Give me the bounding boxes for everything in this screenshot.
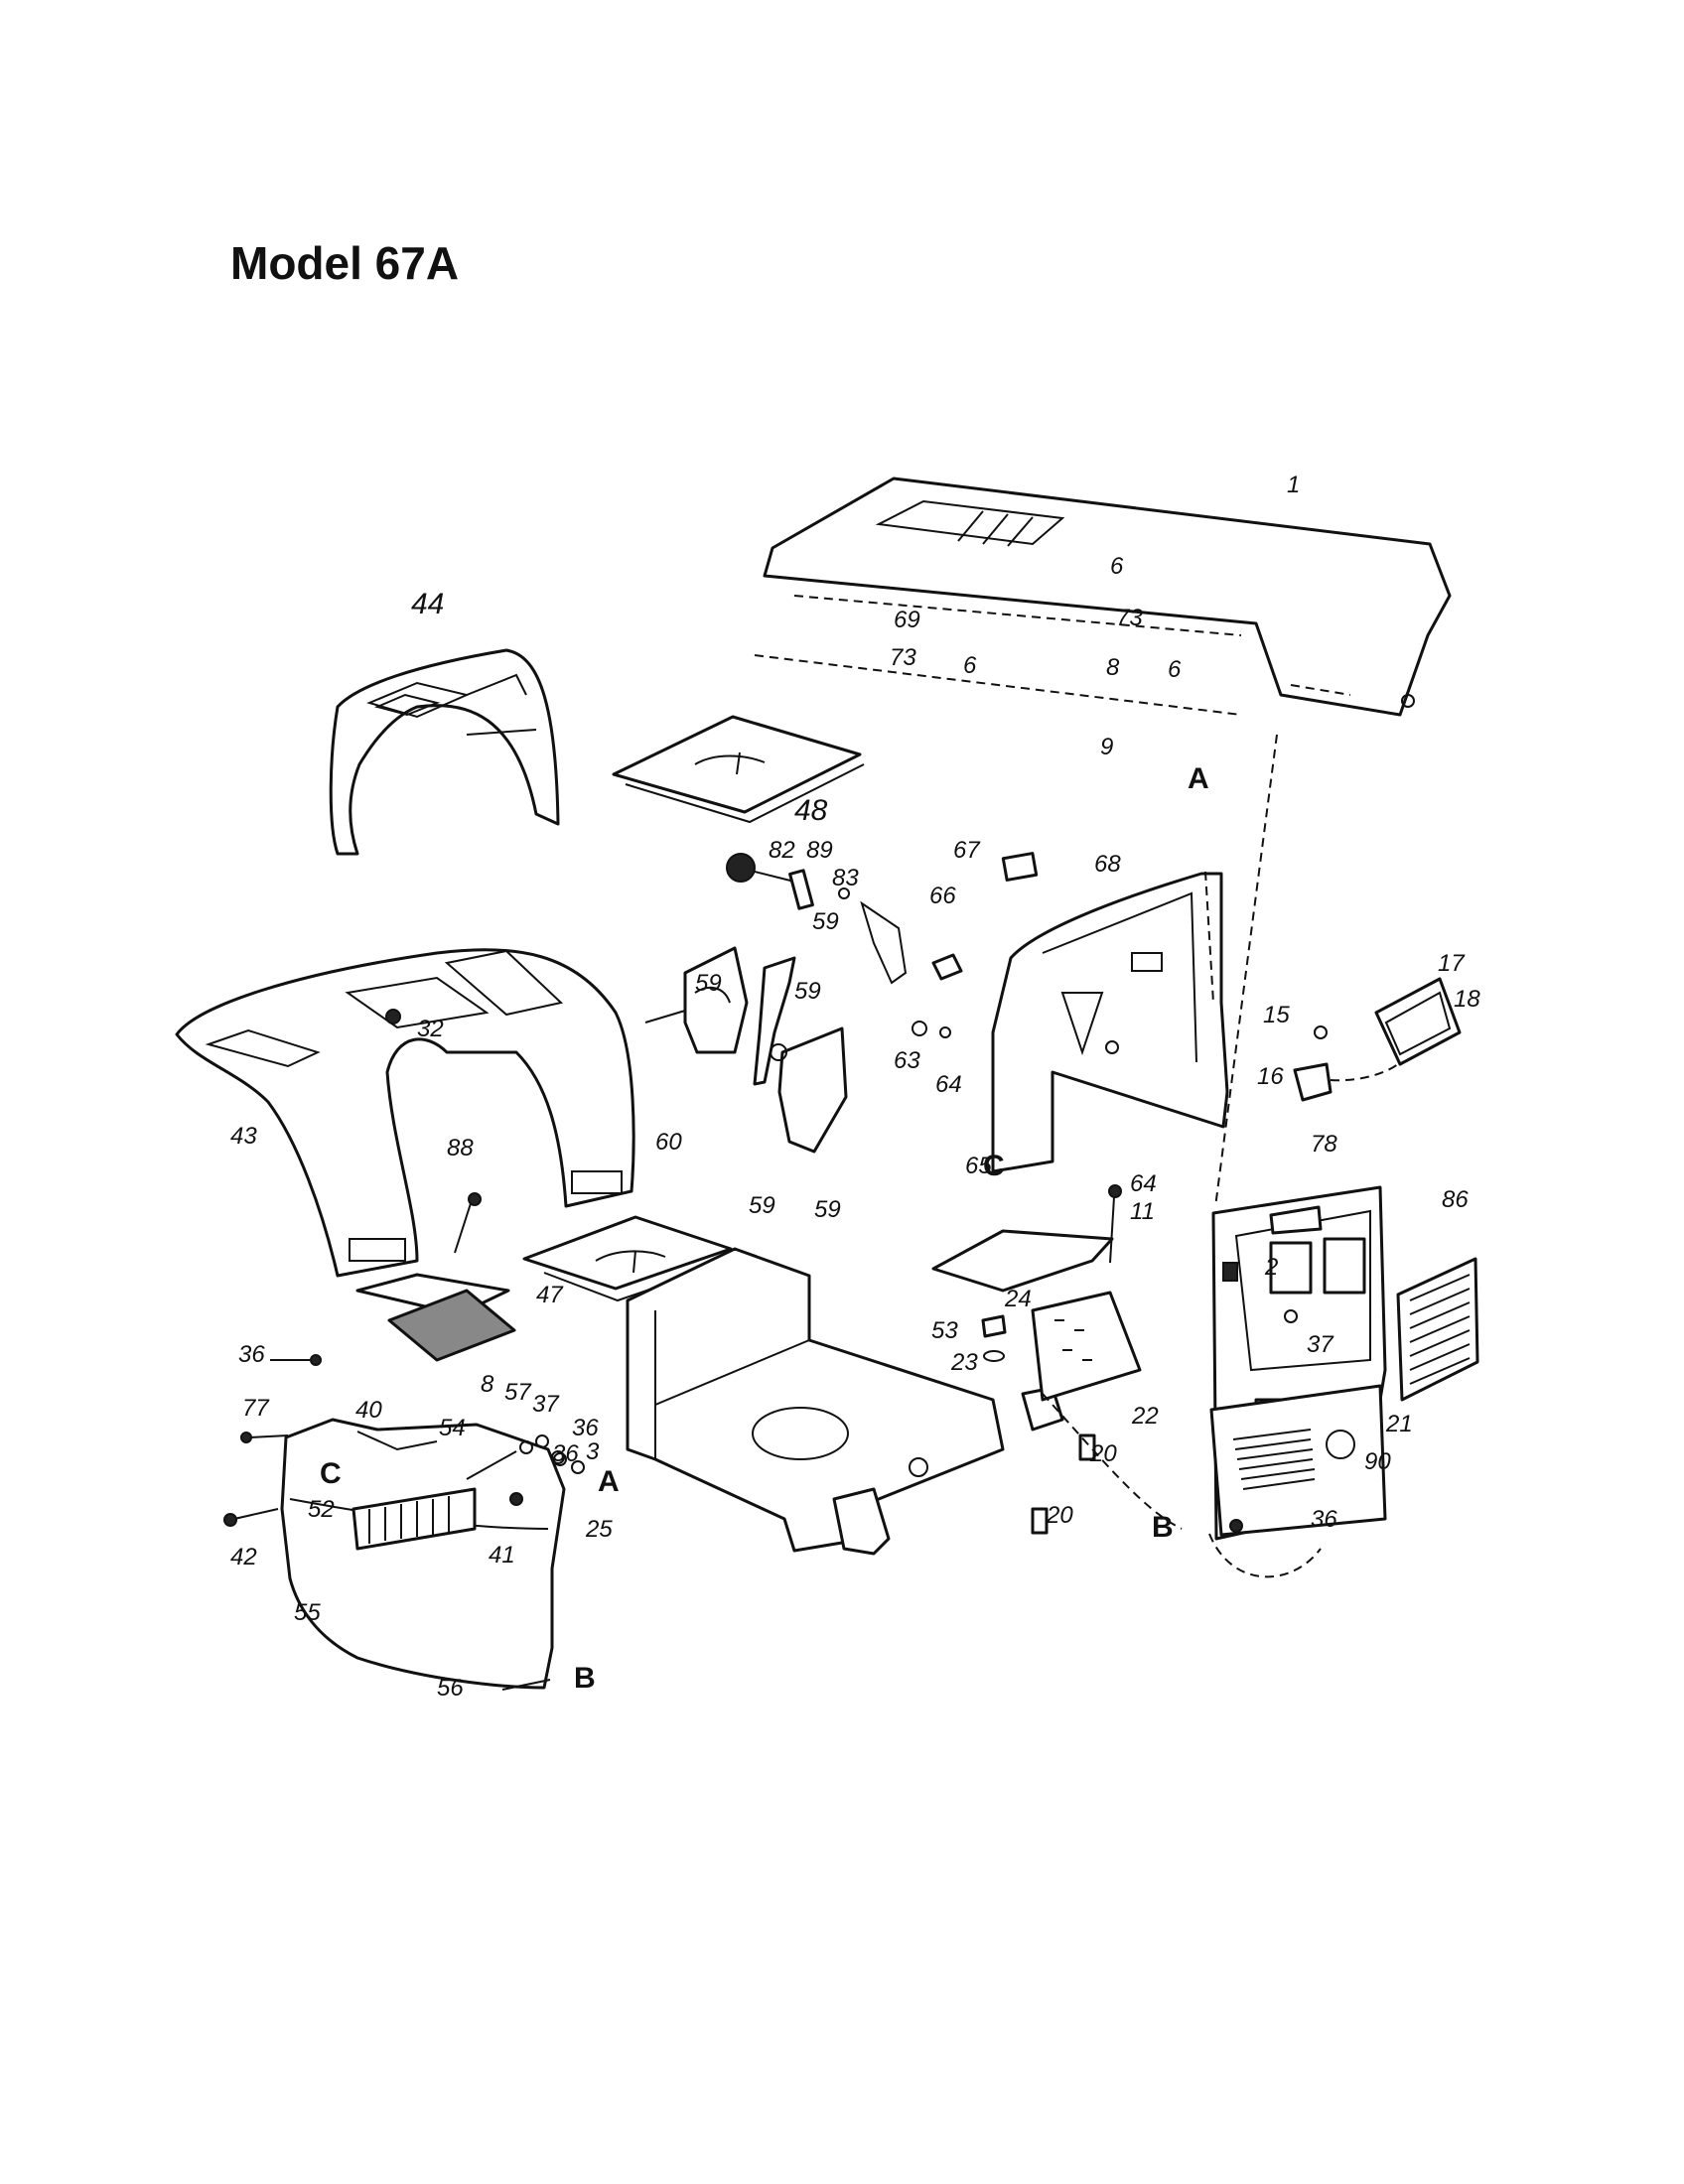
callout-label: 65: [965, 1153, 992, 1179]
callout-label: 11: [1130, 1198, 1155, 1225]
callout-label: 41: [489, 1542, 515, 1569]
callout-label: 90: [1364, 1448, 1391, 1475]
callout-label: 2: [1264, 1254, 1278, 1281]
callout-label: 8: [481, 1371, 494, 1398]
callout-label: 32: [417, 1016, 444, 1042]
callout-label: 57: [504, 1379, 532, 1406]
callout-label: 63: [894, 1047, 920, 1074]
fender-part-44[interactable]: [329, 648, 560, 856]
callout-label: 3: [586, 1438, 600, 1465]
callout-label: 77: [242, 1395, 270, 1422]
callout-label: 40: [355, 1397, 382, 1424]
hood-part-1[interactable]: [754, 477, 1452, 717]
callout-label: 47: [536, 1282, 564, 1308]
callout-label: 23: [950, 1349, 978, 1376]
callout-label: 37: [1307, 1331, 1334, 1358]
callout-label: 66: [929, 883, 956, 909]
callout-label: 36: [572, 1415, 599, 1441]
dash-panel-part-65[interactable]: [991, 871, 1229, 1173]
callout-label: 73: [1116, 605, 1143, 631]
callout-label: 6: [963, 652, 977, 679]
callout-label: 60: [655, 1129, 682, 1156]
guide-line-b: [1042, 1393, 1183, 1530]
reference-letter: A: [1188, 762, 1209, 795]
callout-label: 64: [1130, 1170, 1157, 1197]
callout-label: 82: [769, 837, 795, 864]
reference-letters: A C C A B B: [320, 762, 1209, 1695]
callout-label: 16: [1257, 1063, 1284, 1090]
callout-label: 20: [1046, 1502, 1073, 1529]
bracket-part-59[interactable]: [644, 946, 848, 1154]
callout-label: 36: [552, 1440, 579, 1467]
step-mat-part-88[interactable]: [270, 1192, 516, 1366]
callout-label: 59: [749, 1192, 775, 1219]
callout-label: 86: [1442, 1186, 1469, 1213]
callout-label: 42: [230, 1544, 257, 1570]
callout-label: 21: [1385, 1411, 1413, 1437]
callout-label: 44: [411, 588, 444, 620]
callout-label: 37: [532, 1391, 560, 1418]
switch-part-67[interactable]: [912, 852, 1039, 1038]
callout-label: 52: [308, 1496, 335, 1523]
floor-plate-part-48[interactable]: [612, 715, 865, 824]
guide-line-a: [1214, 734, 1278, 1208]
reference-letter: B: [1152, 1511, 1174, 1544]
grille-part-86[interactable]: [1396, 1257, 1479, 1402]
page-title: Model 67A: [230, 237, 460, 289]
callout-label: 48: [794, 794, 828, 827]
rear-fender-part-43[interactable]: [175, 948, 635, 1278]
callout-label: 73: [890, 644, 916, 671]
side-panel-part-21[interactable]: [1208, 1185, 1387, 1578]
reference-letter: B: [574, 1662, 596, 1695]
callout-label: 59: [794, 978, 821, 1005]
chassis-frame[interactable]: [626, 1247, 1064, 1556]
callout-label: 53: [931, 1317, 958, 1344]
callout-label: 24: [1004, 1286, 1032, 1312]
reference-letter: A: [598, 1465, 620, 1498]
callout-label: 36: [1311, 1506, 1337, 1533]
callout-label: 20: [1089, 1440, 1117, 1467]
callout-label: 25: [585, 1516, 613, 1543]
callout-label: 6: [1110, 553, 1124, 580]
callout-label: 78: [1311, 1131, 1337, 1158]
callout-labels: 1 6 73 69 73 6 8 6 9 44 48 82 89 83 68 6…: [230, 472, 1480, 1702]
callout-label: 36: [238, 1341, 265, 1368]
callout-label: 43: [230, 1123, 257, 1150]
ignition-part-15[interactable]: [1293, 977, 1462, 1102]
hardware-set[interactable]: [223, 1432, 585, 1691]
callout-label: 83: [832, 865, 859, 891]
callout-label: 55: [294, 1599, 321, 1626]
callout-label: 17: [1438, 950, 1466, 977]
front-bumper-part-55[interactable]: [280, 1418, 566, 1690]
reference-letter: C: [983, 1150, 1005, 1182]
callout-label: 89: [806, 837, 833, 864]
callout-label: 67: [953, 837, 981, 864]
callout-label: 18: [1454, 986, 1480, 1013]
bracket-part-22[interactable]: [931, 1184, 1142, 1535]
callout-label: 69: [894, 607, 920, 633]
reference-letter: C: [320, 1457, 342, 1490]
callout-label: 1: [1287, 472, 1300, 498]
callout-label: 68: [1094, 851, 1121, 878]
callout-label: 88: [447, 1135, 474, 1161]
callout-label: 15: [1263, 1002, 1290, 1028]
callout-label: 59: [695, 970, 722, 997]
callout-label: 59: [814, 1196, 841, 1223]
callout-label: 56: [437, 1675, 464, 1702]
callout-label: 54: [439, 1415, 466, 1441]
lever-assembly-part-82[interactable]: [726, 853, 908, 985]
callout-label: 6: [1168, 656, 1182, 683]
callout-label: 22: [1131, 1403, 1159, 1430]
callout-label: 9: [1100, 734, 1113, 760]
callout-label: 59: [812, 908, 839, 935]
callout-label: 8: [1106, 654, 1120, 681]
callout-label: 64: [935, 1071, 962, 1098]
